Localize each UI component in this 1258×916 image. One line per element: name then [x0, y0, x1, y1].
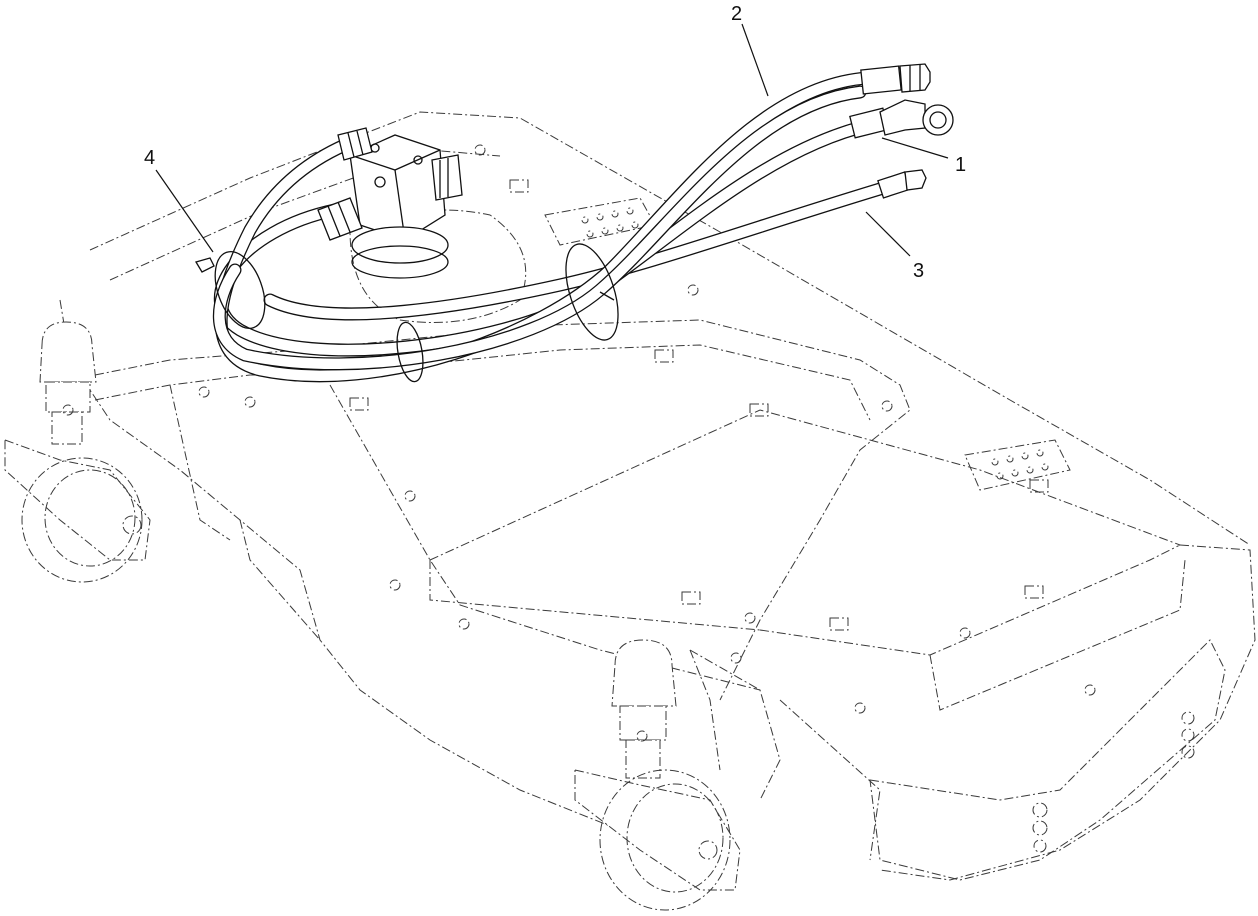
leader-4 [155, 169, 214, 253]
callout-1: 1 [955, 154, 966, 176]
leader-1 [881, 137, 949, 159]
callout-leaders [155, 23, 949, 257]
leader-3 [865, 211, 911, 257]
hose-clamps [195, 243, 619, 383]
hydraulic-motor [349, 134, 463, 279]
hose-fittings [317, 63, 954, 241]
callout-2: 2 [731, 3, 742, 25]
hydraulic-hoses [212, 71, 897, 383]
callout-4: 4 [144, 147, 155, 169]
leader-2 [741, 23, 769, 97]
left-caster-wheel [4, 321, 151, 583]
front-caster-wheel [574, 639, 741, 911]
callout-3: 3 [913, 260, 924, 282]
